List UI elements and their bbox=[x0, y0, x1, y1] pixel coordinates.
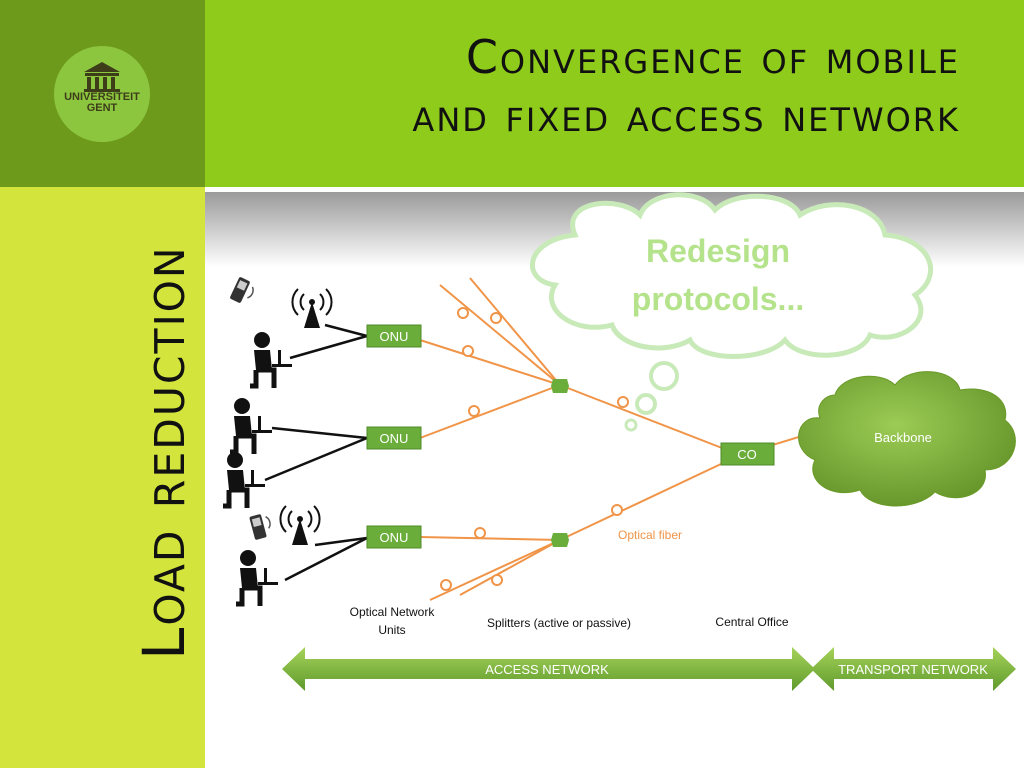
user-links bbox=[264, 323, 368, 582]
transport-network-label: TRANSPORT NETWORK bbox=[838, 662, 988, 677]
header-divider bbox=[205, 187, 1024, 192]
person-at-desk-icon bbox=[223, 452, 265, 509]
fiber-markers bbox=[440, 307, 629, 591]
onu-box-2: ONU bbox=[366, 426, 422, 450]
access-network-arrow: ACCESS NETWORK bbox=[282, 647, 815, 691]
title-line1: Convergence of mobile bbox=[465, 30, 960, 84]
onu-label: ONU bbox=[380, 530, 409, 545]
university-building-icon bbox=[84, 62, 120, 92]
logo-line1: UNIVERSITEIT bbox=[64, 91, 140, 103]
person-at-desk-icon bbox=[236, 550, 278, 607]
access-network-label: ACCESS NETWORK bbox=[485, 662, 609, 677]
logo-text: UNIVERSITEIT GENT bbox=[54, 92, 150, 114]
sidebar-band bbox=[0, 187, 205, 768]
co-label: CO bbox=[737, 447, 757, 462]
page-title: Convergence of mobile and fixed access n… bbox=[260, 28, 960, 144]
antenna-icon bbox=[279, 505, 321, 545]
antenna-icon bbox=[291, 288, 333, 328]
title-line2: and fixed access network bbox=[412, 88, 960, 142]
backbone-label: Backbone bbox=[874, 430, 932, 445]
fiber-lines bbox=[419, 277, 816, 601]
backbone-cloud: Backbone bbox=[798, 371, 1016, 507]
university-logo bbox=[54, 46, 150, 142]
onu-box-3: ONU bbox=[366, 525, 422, 549]
onu-box-1: ONU bbox=[366, 324, 422, 348]
person-at-desk-icon bbox=[250, 332, 292, 389]
onu-label: ONU bbox=[380, 329, 409, 344]
caption-splitters: Splitters (active or passive) bbox=[487, 616, 631, 630]
phone-icon bbox=[230, 277, 254, 303]
transport-network-arrow: TRANSPORT NETWORK bbox=[811, 647, 1016, 691]
person-at-desk-icon bbox=[230, 398, 272, 455]
caption-central-office: Central Office bbox=[715, 615, 788, 629]
thought-line2: protocols... bbox=[632, 281, 804, 317]
logo-line2: GENT bbox=[86, 102, 118, 114]
caption-onu-line1: Optical Network bbox=[350, 605, 436, 619]
splitter-nodes bbox=[551, 379, 569, 547]
fiber-label: Optical fiber bbox=[618, 528, 682, 542]
thought-line1: Redesign bbox=[646, 233, 790, 269]
co-box: CO bbox=[720, 442, 775, 466]
header-title-panel bbox=[205, 0, 1024, 187]
onu-label: ONU bbox=[380, 431, 409, 446]
thought-cloud bbox=[529, 192, 934, 432]
caption-onu-line2: Units bbox=[378, 623, 405, 637]
phone-icon bbox=[249, 514, 271, 540]
